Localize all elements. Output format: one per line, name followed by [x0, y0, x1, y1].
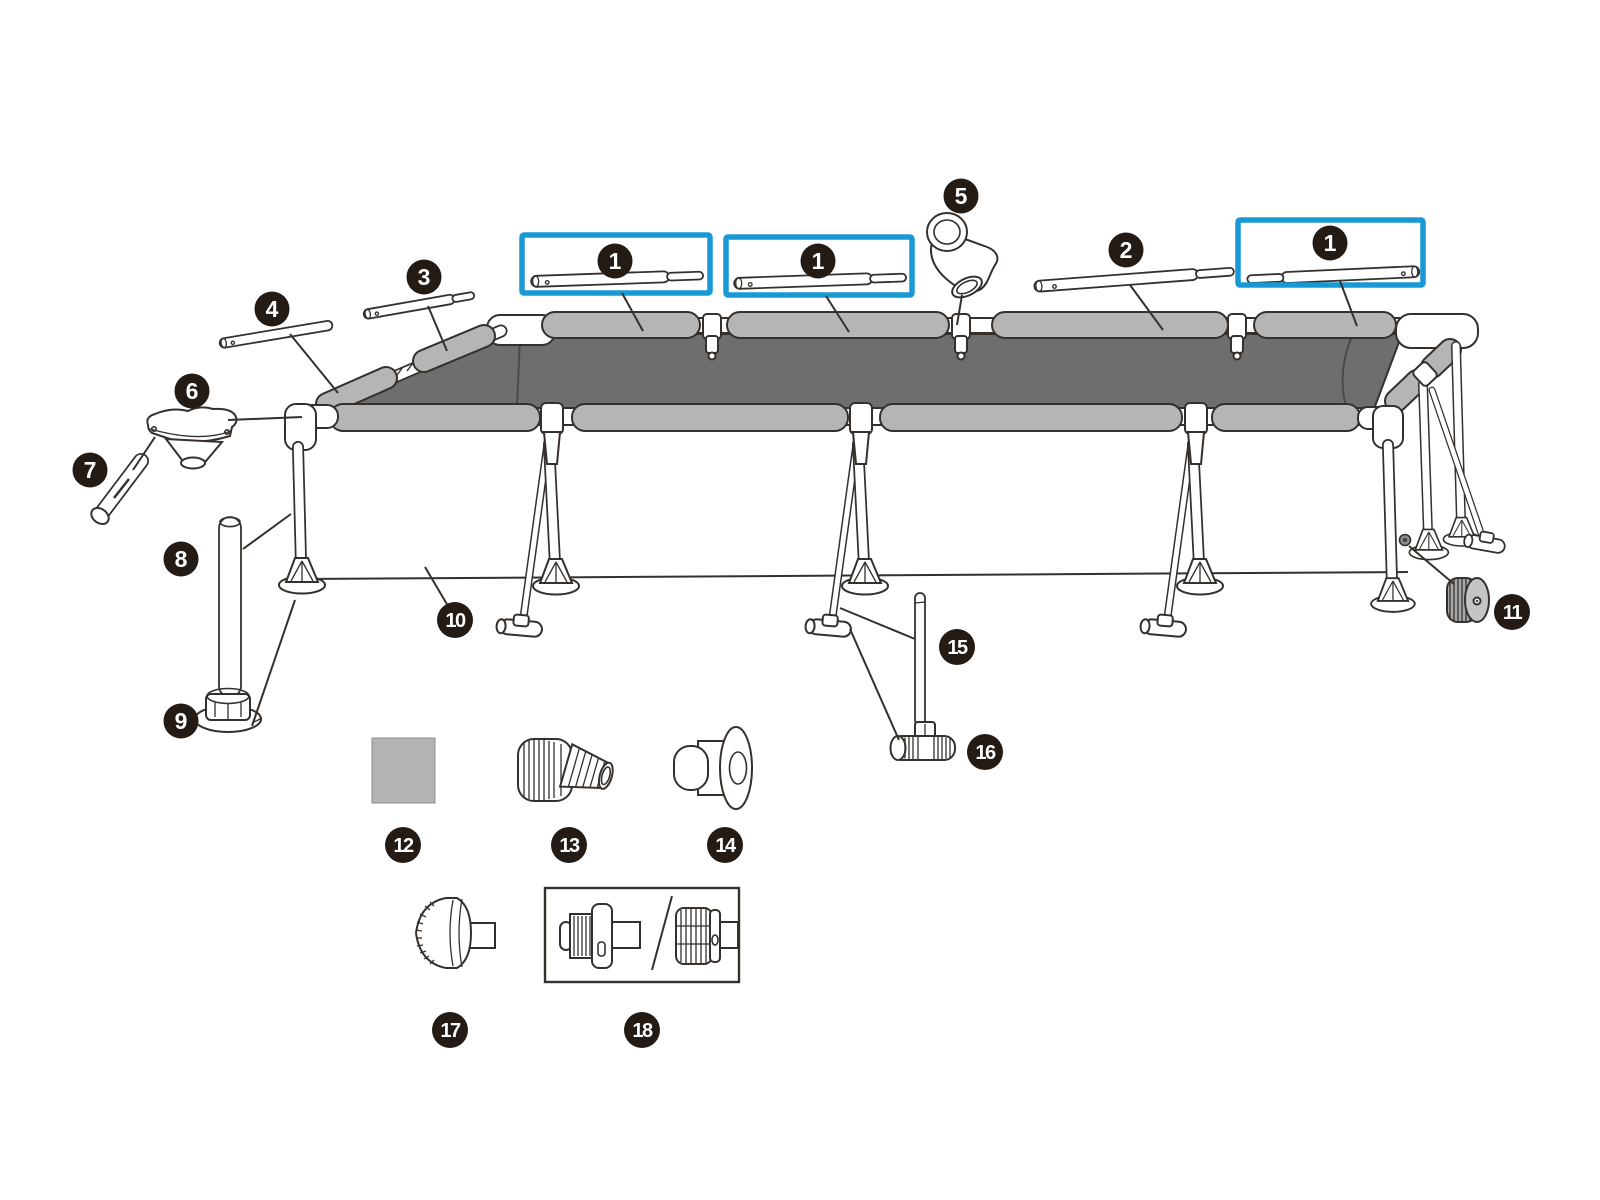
highlight-box-part1-c[interactable] [1235, 217, 1426, 288]
leader-1b [825, 295, 850, 333]
svg-text:10: 10 [445, 610, 466, 632]
svg-text:11: 11 [1503, 602, 1523, 624]
callout-4: 4 [254, 291, 290, 327]
callout-8: 8 [163, 541, 199, 577]
callout-10: 10 [437, 602, 473, 638]
svg-text:13: 13 [559, 835, 580, 857]
part-15-brace-rod [914, 592, 926, 726]
left-side-rail [304, 324, 508, 420]
callout-1a: 1 [597, 243, 633, 279]
front-leg-1 [496, 403, 579, 637]
part-18-valve-assembly [543, 886, 741, 984]
part-2-top-rail-long [1033, 266, 1235, 293]
callout-11: 11 [1494, 594, 1530, 630]
leader-5 [956, 294, 963, 326]
callout-12: 12 [385, 827, 421, 863]
leader-2 [1129, 284, 1164, 331]
leader-8 [242, 513, 292, 550]
highlight-box-part1-a[interactable] [519, 232, 713, 296]
svg-text:6: 6 [186, 378, 199, 404]
front-rail-sleeves [329, 403, 1361, 432]
svg-text:16: 16 [975, 742, 996, 764]
part-9-foot [194, 687, 263, 733]
svg-text:1: 1 [812, 248, 825, 274]
part-4-side-rail [218, 319, 334, 349]
callout-badges: 1 1 1 2 3 4 5 6 7 8 9 10 11 12 13 14 15 … [72, 178, 1530, 1048]
svg-text:2: 2 [1120, 237, 1133, 263]
svg-text:17: 17 [440, 1020, 461, 1042]
svg-text:7: 7 [84, 457, 97, 483]
part-1-top-rail-c [1246, 265, 1421, 286]
svg-text:1: 1 [609, 248, 622, 274]
leader-lines [132, 280, 1455, 741]
callout-14: 14 [707, 827, 743, 863]
leader-11 [1408, 545, 1455, 585]
callout-6: 6 [174, 373, 210, 409]
highlight-box-part1-b[interactable] [723, 234, 915, 298]
svg-text:18: 18 [632, 1020, 653, 1042]
callout-1b: 1 [800, 243, 836, 279]
drain-knob-small [1398, 533, 1412, 547]
leader-10 [424, 566, 449, 607]
front-right-corner-leg [1357, 405, 1416, 613]
callout-16: 16 [967, 734, 1003, 770]
back-rail-sleeves [541, 311, 1397, 339]
leader-15 [839, 607, 916, 640]
svg-text:14: 14 [715, 835, 737, 857]
callout-1c: 1 [1312, 225, 1348, 261]
svg-text:3: 3 [418, 264, 431, 290]
callout-17: 17 [432, 1012, 468, 1048]
front-leg-2 [805, 403, 888, 637]
leader-6 [227, 416, 303, 421]
leader-3 [427, 305, 448, 352]
svg-text:4: 4 [266, 296, 279, 322]
highlight-boxes [519, 217, 1426, 298]
callout-7: 7 [72, 452, 108, 488]
leader-1c [1339, 280, 1358, 327]
svg-text:15: 15 [947, 637, 968, 659]
right-corner-assembly [1408, 341, 1508, 561]
svg-text:12: 12 [393, 835, 414, 857]
callout-2: 2 [1108, 232, 1144, 268]
callout-15: 15 [939, 629, 975, 665]
svg-text:1: 1 [1324, 230, 1337, 256]
leader-9 [251, 599, 296, 727]
loose-parts [90, 212, 1421, 984]
front-leg-3 [1140, 403, 1223, 637]
part-11-drain-cap-wheel [1446, 577, 1490, 623]
leader-4 [289, 333, 339, 394]
svg-text:8: 8 [175, 546, 188, 572]
leader-16 [849, 628, 900, 741]
part-5-t-connector [926, 212, 999, 299]
part-7-pin [90, 453, 149, 525]
callout-5: 5 [943, 178, 979, 214]
callout-18: 18 [624, 1012, 660, 1048]
svg-text:9: 9 [175, 708, 188, 734]
part-17-valve-cap [414, 897, 496, 969]
part-3-side-rail [362, 291, 476, 320]
part-16-brace-foot [889, 721, 956, 761]
callout-3: 3 [406, 259, 442, 295]
part-13-hose-adapter [517, 738, 614, 802]
callout-13: 13 [551, 827, 587, 863]
part-12-repair-patch [371, 737, 436, 804]
front-left-corner-leg [278, 403, 339, 595]
part-6-corner-cap [146, 406, 238, 470]
back-right-corner [1395, 313, 1479, 349]
callout-9: 9 [163, 703, 199, 739]
leader-7 [132, 436, 156, 471]
svg-text:5: 5 [955, 183, 968, 209]
part-14-wall-fitting [673, 726, 753, 810]
leader-1a [621, 292, 644, 332]
part-8-leg [218, 516, 242, 698]
pool-frame [278, 311, 1508, 637]
